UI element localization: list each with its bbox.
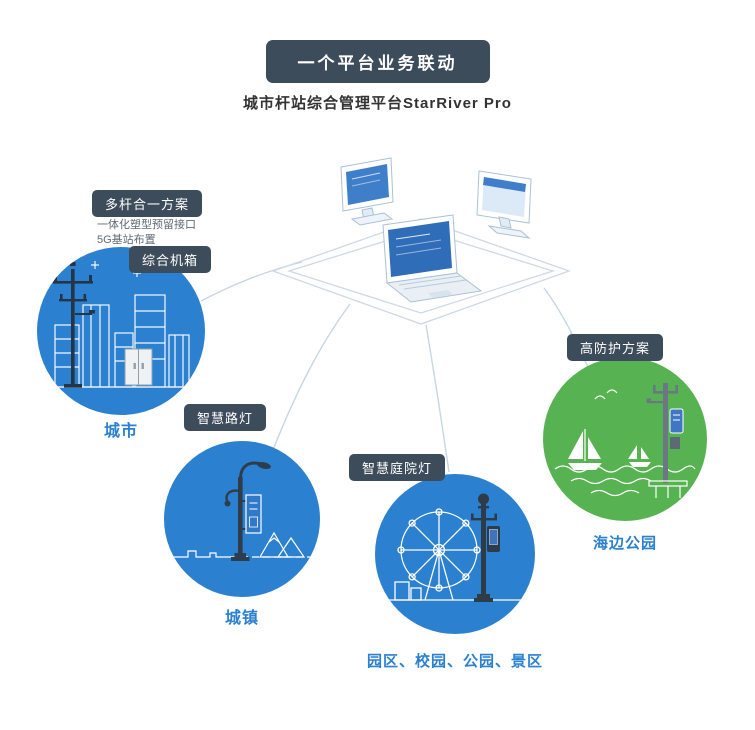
seaside-illustration: [543, 357, 707, 521]
cabinet-art: [124, 348, 153, 386]
banner-title: 一个平台业务联动: [265, 40, 490, 83]
street-lamp-art: [224, 461, 271, 561]
town-art: [172, 461, 312, 561]
city-skyline-art: [47, 261, 195, 388]
sea-waves-art: [554, 389, 696, 497]
sailboat-art: [568, 429, 651, 470]
connector-lines: [200, 261, 589, 473]
town-illustration: [164, 441, 320, 597]
ferris-wheel-art: [389, 508, 521, 601]
badge-smart-streetlamp: 智慧路灯: [184, 404, 267, 431]
monitor-right-icon: [476, 170, 532, 239]
seaside-caption: 海边公园: [592, 535, 657, 552]
city-note-line2: 5G基站布置: [97, 234, 156, 246]
badge-smart-courtyard-lamp: 智慧庭院灯: [349, 454, 446, 481]
platform-base: [271, 218, 571, 325]
protected-pole-art: [646, 383, 688, 498]
seaside-art: [554, 383, 696, 498]
city-art: [47, 261, 195, 388]
monitor-left-icon: [340, 157, 394, 226]
smart-pole-art: [53, 262, 95, 388]
town-caption: 城镇: [224, 610, 259, 627]
badge-integrated-cabinet: 综合机箱: [129, 246, 212, 273]
badge-multi-pole-solution: 多杆合一方案: [92, 190, 203, 217]
courtyard-lamp-art: [471, 493, 500, 602]
laptop-icon: [382, 214, 483, 303]
courtyard-illustration: [375, 474, 535, 634]
courtyard-art: [389, 493, 521, 602]
city-illustration: [37, 247, 205, 415]
badge-high-protection-solution: 高防护方案: [567, 334, 664, 361]
courtyard-caption: 园区、校园、公园、景区: [366, 653, 543, 670]
city-note-line1: 一体化塑型预留接口: [97, 219, 196, 231]
platform-subtitle: 城市杆站综合管理平台StarRiver Pro: [243, 95, 512, 112]
city-caption: 城市: [103, 423, 138, 440]
